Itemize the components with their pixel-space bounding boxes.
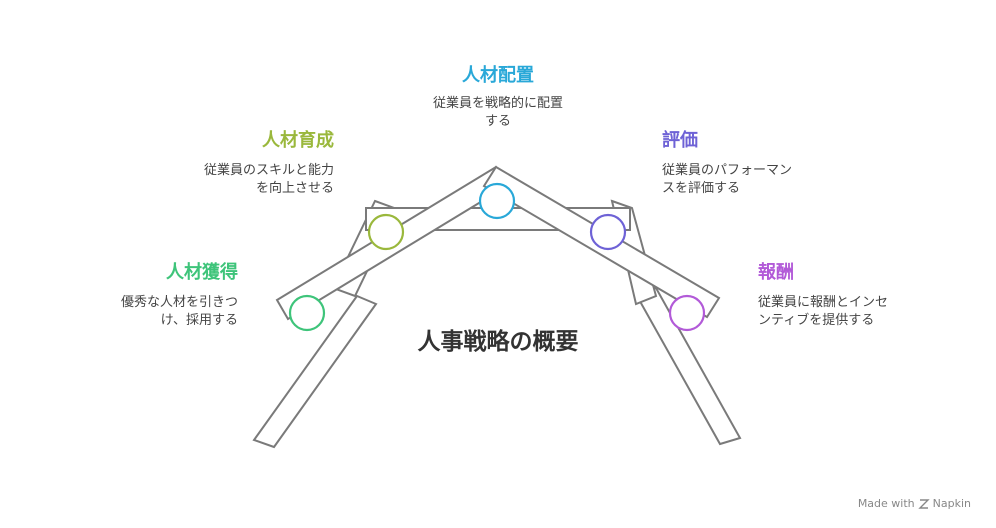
compensation-title: 報酬 (758, 262, 794, 283)
acquisition-desc-line2: け、採用する (160, 313, 238, 328)
compensation-desc-line2: ンティブを提供する (758, 313, 875, 328)
evaluation-title: 評価 (662, 130, 698, 151)
acquisition-title: 人材獲得 (166, 262, 238, 283)
compensation-desc-line1: 従業員に報酬とインセ (758, 295, 889, 310)
evaluation-desc-line1: 従業員のパフォーマン (662, 163, 793, 178)
credit-text: Made with (857, 497, 915, 510)
compensation-node (668, 294, 706, 332)
acquisition-desc-line1: 優秀な人材を引きつ (120, 295, 238, 310)
credit-brand: Napkin (932, 497, 971, 510)
evaluation-node (589, 213, 627, 251)
placement-desc-line2: する (484, 114, 511, 129)
acquisition-node (288, 294, 326, 332)
development-node (367, 213, 405, 251)
evaluation-desc-line2: スを評価する (662, 181, 741, 196)
napkin-logo-icon (917, 498, 930, 509)
placement-desc-line1: 従業員を戦略的に配置 (432, 96, 563, 111)
napkin-credit[interactable]: Made with Napkin (858, 497, 971, 510)
placement-title: 人材配置 (462, 65, 534, 86)
development-title: 人材育成 (262, 130, 334, 151)
diagram-title: 人事戦略の概要 (417, 329, 579, 355)
development-desc-line1: 従業員のスキルと能力 (203, 163, 334, 178)
left-outer-leg (252, 294, 378, 449)
placement-node (478, 182, 516, 220)
development-desc-line2: を向上させる (255, 181, 334, 196)
